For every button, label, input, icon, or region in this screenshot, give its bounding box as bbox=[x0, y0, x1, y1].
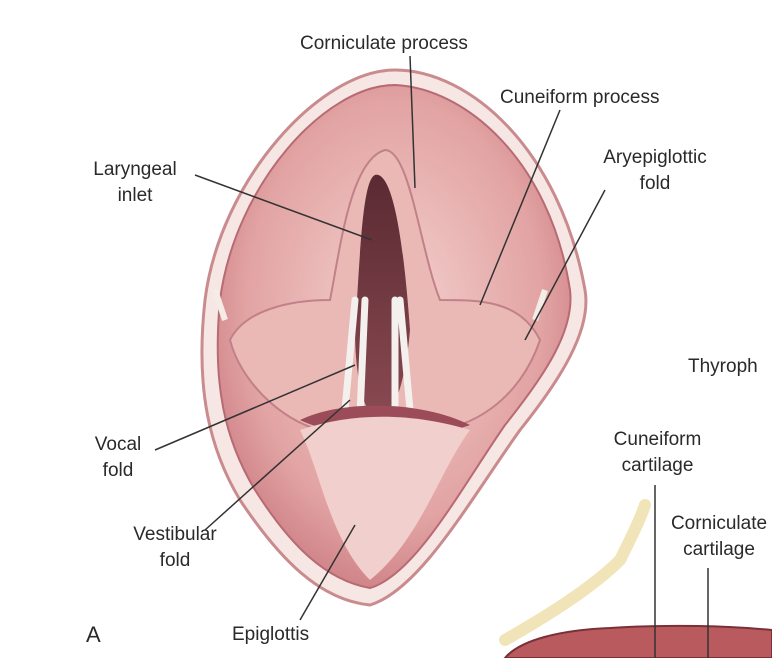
label-laryngeal-inlet: Laryngeal inlet bbox=[85, 157, 185, 209]
leader-lines bbox=[154, 55, 709, 658]
label-vestibular-fold: Vestibular fold bbox=[120, 522, 230, 574]
muscle-cartilage-detail bbox=[499, 499, 772, 658]
label-line: cartilage bbox=[621, 455, 694, 476]
label-aryepiglottic-fold: Aryepiglottic fold bbox=[595, 145, 715, 197]
label-line: Vestibular bbox=[133, 524, 217, 545]
panel-letter: A bbox=[86, 622, 101, 647]
label-line: inlet bbox=[117, 185, 153, 206]
label-cuneiform-process: Cuneiform process bbox=[500, 87, 660, 108]
label-line: Cuneiform bbox=[613, 429, 702, 450]
label-line: Corniculate bbox=[670, 513, 768, 534]
label-line: Aryepiglottic bbox=[603, 147, 707, 168]
label-line: fold bbox=[159, 550, 191, 571]
label-thyroph: Thyroph bbox=[688, 356, 758, 377]
label-line: fold bbox=[102, 460, 134, 481]
label-corniculate-cartilage: Corniculate cartilage bbox=[660, 511, 772, 563]
label-cuneiform-cartilage: Cuneiform cartilage bbox=[600, 427, 715, 479]
label-vocal-fold: Vocal fold bbox=[88, 432, 148, 484]
label-line: fold bbox=[639, 173, 671, 194]
label-epiglottis: Epiglottis bbox=[232, 624, 310, 645]
label-line: cartilage bbox=[683, 539, 755, 560]
label-line: Laryngeal bbox=[93, 159, 177, 180]
label-line: Vocal bbox=[94, 434, 142, 455]
label-corniculate-process: Corniculate process bbox=[300, 33, 468, 54]
larynx-outer bbox=[200, 68, 588, 607]
